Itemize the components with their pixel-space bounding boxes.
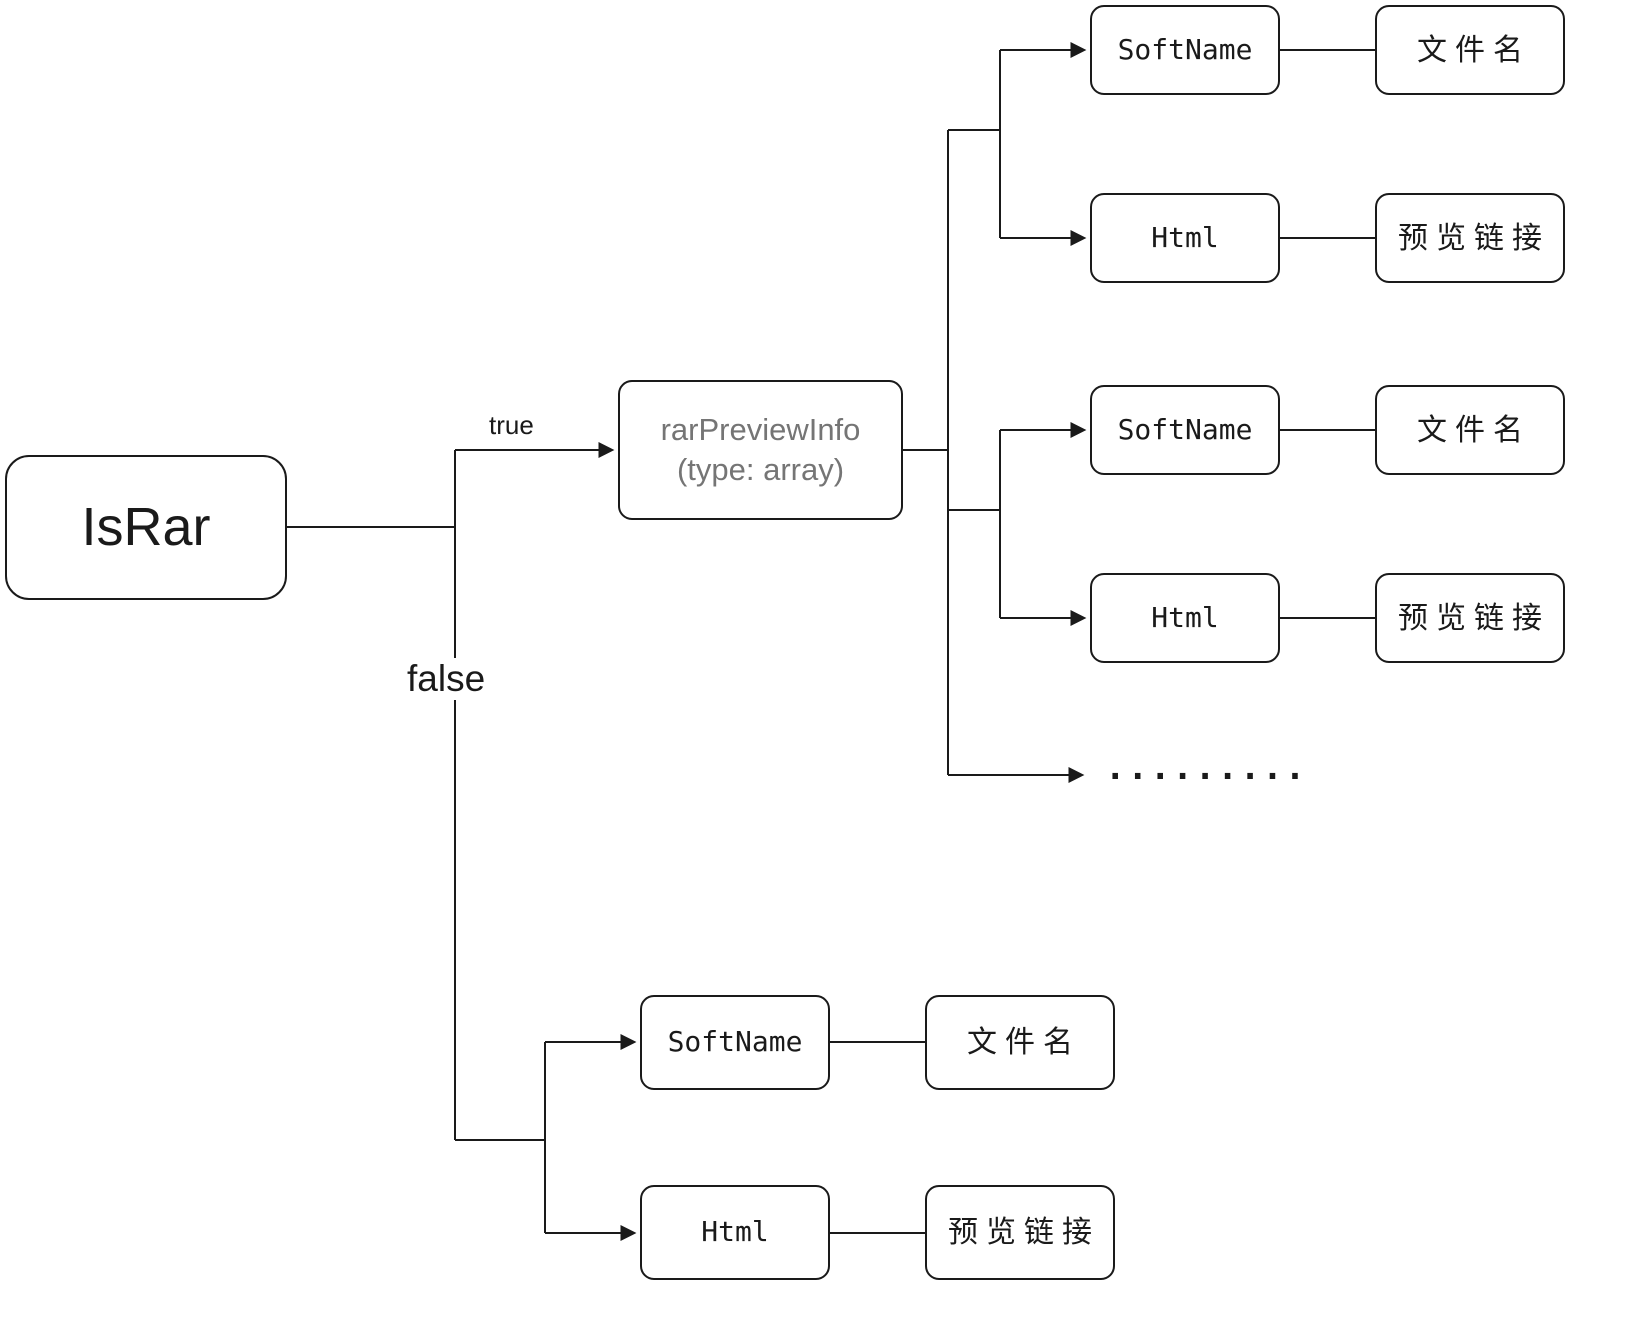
node-html: Html [640,1185,830,1280]
edge-label-false: false [403,658,490,700]
node-rarpreviewinfo-subtitle: (type: array) [676,452,845,487]
node-rarpreviewinfo-title: rarPreviewInfo [660,411,861,447]
ellipsis-text: ......... [1105,748,1308,788]
node-html: Html [1090,573,1280,663]
node-rarpreviewinfo: rarPreviewInfo (type: array) [618,380,903,520]
node-preview-link: 预览链接 [925,1185,1115,1280]
node-softname: SoftName [640,995,830,1090]
node-softname: SoftName [1090,5,1280,95]
node-softname: SoftName [1090,385,1280,475]
node-preview-link: 预览链接 [1375,573,1565,663]
node-filename: 文件名 [925,995,1115,1090]
node-preview-link: 预览链接 [1375,193,1565,283]
edge-label-true: true [485,410,538,441]
node-filename: 文件名 [1375,5,1565,95]
node-filename: 文件名 [1375,385,1565,475]
node-israr: IsRar [5,455,287,600]
node-html: Html [1090,193,1280,283]
